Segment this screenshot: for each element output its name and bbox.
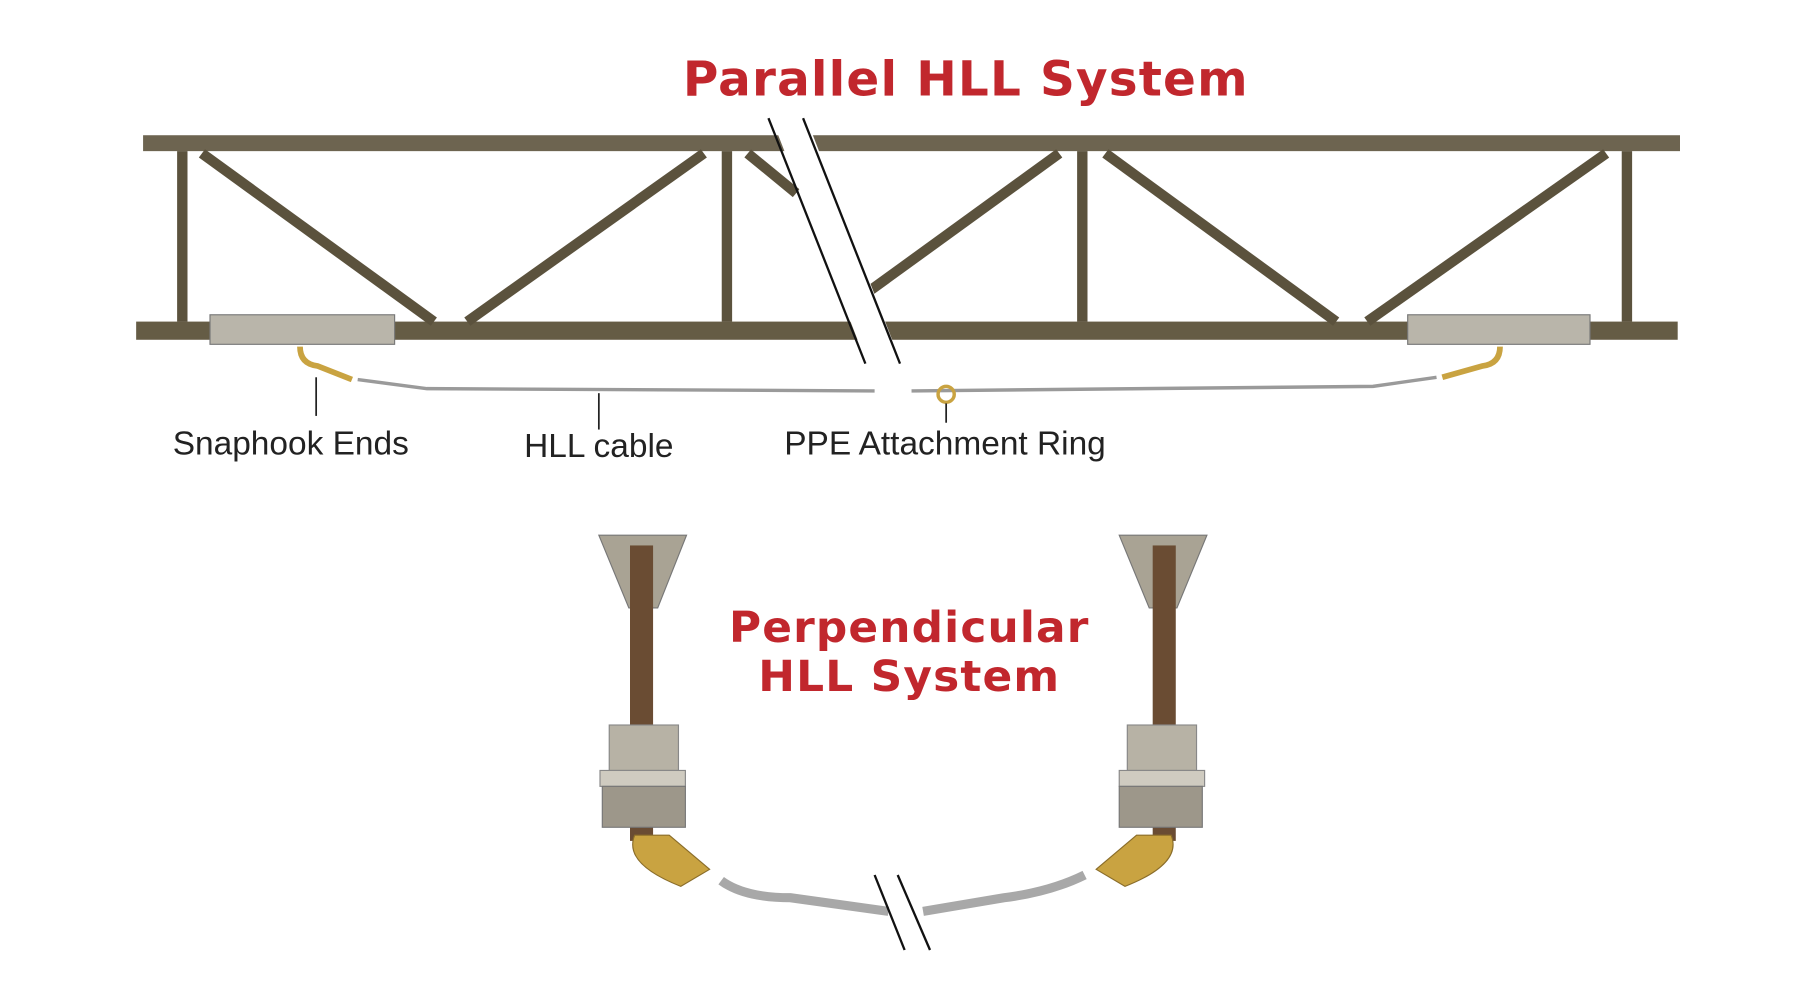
- label-snaphook-ends: Snaphook Ends: [173, 426, 409, 463]
- right-post: [1095, 534, 1208, 887]
- parallel-title: Parallel HLL System: [683, 52, 1249, 108]
- truss: [136, 135, 1681, 345]
- label-hll-cable: HLL cable: [524, 428, 673, 465]
- break-symbol: [767, 115, 903, 366]
- label-ppe-ring: PPE Attachment Ring: [784, 426, 1106, 463]
- perpendicular-cable: [718, 870, 1087, 951]
- ppe-ring-icon: [936, 384, 956, 404]
- hll-cable: [297, 346, 1503, 404]
- perpendicular-title-line1: Perpendicular: [729, 603, 1090, 653]
- perpendicular-title-line2: HLL System: [758, 652, 1060, 702]
- left-post: [597, 534, 711, 887]
